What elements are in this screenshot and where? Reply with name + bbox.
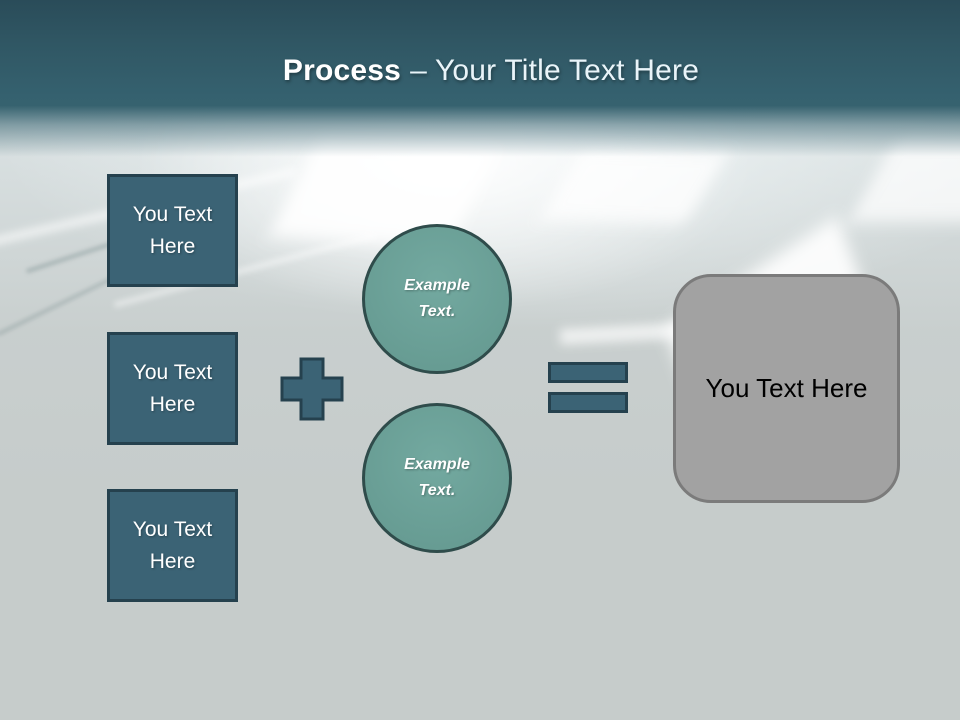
example-circle-1-line1: Example bbox=[404, 276, 470, 294]
header-band: Process– Your Title Text Here bbox=[0, 0, 960, 160]
example-circle-1[interactable]: Example Text. bbox=[362, 224, 512, 374]
example-circle-2-line2: Text. bbox=[418, 482, 456, 499]
slide-title-rest: – Your Title Text Here bbox=[410, 54, 700, 87]
plus-shape bbox=[280, 357, 344, 421]
input-box-1[interactable]: You Text Here bbox=[107, 174, 238, 287]
equals-icon[interactable] bbox=[548, 362, 628, 413]
slide-title-emphasis: Process bbox=[282, 54, 402, 87]
equals-bar bbox=[548, 392, 628, 413]
example-circle-1-line2: Text. bbox=[418, 303, 456, 320]
example-circle-2[interactable]: Example Text. bbox=[362, 403, 512, 553]
input-box-1-label: You Text Here bbox=[132, 203, 213, 258]
input-box-2-label: You Text Here bbox=[132, 361, 213, 416]
input-box-3[interactable]: You Text Here bbox=[107, 489, 238, 602]
equals-bar bbox=[548, 362, 628, 383]
slide-title: Process– Your Title Text Here bbox=[0, 54, 960, 88]
input-box-3-label: You Text Here bbox=[132, 518, 213, 573]
result-box[interactable]: You Text Here bbox=[673, 274, 900, 503]
example-circle-2-line1: Example bbox=[404, 455, 470, 473]
input-box-2[interactable]: You Text Here bbox=[107, 332, 238, 445]
plus-icon[interactable] bbox=[279, 356, 345, 422]
result-box-label: You Text Here bbox=[705, 373, 868, 403]
